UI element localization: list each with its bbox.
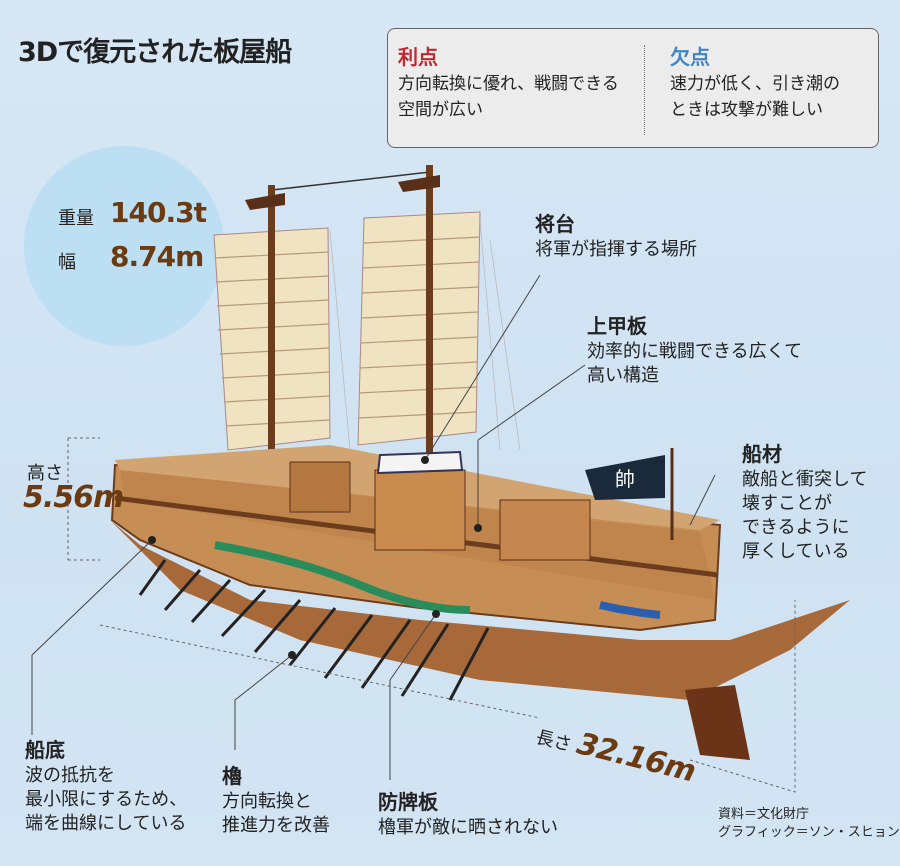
weight-stat: 重量 140.3t <box>58 196 207 230</box>
callout-text: 波の抵抗を <box>25 765 115 786</box>
cons-text-2: ときは攻撃が難しい <box>670 100 823 120</box>
callout-text: 端を曲線にしている <box>25 813 187 834</box>
callout-timber: 船材 敵船と衝突して 壊すことが できるように 厚くしている <box>742 440 867 564</box>
height-label: 高さ <box>27 463 63 484</box>
callout-text: 推進力を改善 <box>222 815 330 836</box>
callout-text: 高い構造 <box>587 365 659 386</box>
callout-heading: 防牌板 <box>378 790 438 814</box>
stats-circle <box>24 146 224 346</box>
callout-command-post: 将台 将軍が指揮する場所 <box>535 210 697 262</box>
credit-graphic: グラフィック＝ソン・スヒョン <box>718 825 900 840</box>
callout-hull-bottom: 船底 波の抵抗を 最小限にするため、 端を曲線にしている <box>25 736 187 836</box>
page-title: 3Dで復元された板屋船 <box>18 37 292 68</box>
callout-heading: 櫓 <box>222 764 242 788</box>
weight-value: 140.3t <box>110 196 207 229</box>
callout-text: 最小限にするため、 <box>25 789 188 810</box>
cons-section: 欠点 速力が低く、引き潮の ときは攻撃が難しい <box>670 43 840 123</box>
callout-heading: 船材 <box>742 442 782 466</box>
credit-source: 資料＝文化財庁 <box>718 807 810 822</box>
callout-heading: 将台 <box>535 212 575 236</box>
cons-text-1: 速力が低く、引き潮の <box>670 74 840 94</box>
callout-text: 厚くしている <box>742 541 850 562</box>
callout-text: 方向転換と <box>222 791 312 812</box>
flag-text: 帥 <box>615 467 635 491</box>
callout-heading: 上甲板 <box>587 314 647 338</box>
callout-text: 壊すことが <box>742 493 832 514</box>
height-dimension: 高さ 5.56m <box>23 462 124 513</box>
callout-text: 櫓軍が敵に晒されない <box>378 817 558 838</box>
callout-text: できるように <box>742 517 850 538</box>
callout-shield-board: 防牌板 櫓軍が敵に晒されない <box>378 788 558 840</box>
divider <box>644 45 645 135</box>
callout-text: 将軍が指揮する場所 <box>535 239 697 260</box>
cons-heading: 欠点 <box>670 45 710 69</box>
sail-right <box>357 211 481 446</box>
callout-oar: 櫓 方向転換と 推進力を改善 <box>222 762 330 838</box>
credits: 資料＝文化財庁 グラフィック＝ソン・スヒョン <box>718 806 900 842</box>
width-label: 幅 <box>58 252 76 273</box>
width-stat: 幅 8.74m <box>58 240 204 274</box>
callout-text: 敵船と衝突して <box>742 469 868 490</box>
pros-text-2: 空間が広い <box>398 100 483 120</box>
pros-section: 利点 方向転換に優れ、戦闘できる 空間が広い <box>398 43 619 123</box>
pros-heading: 利点 <box>398 45 438 69</box>
pros-text-1: 方向転換に優れ、戦闘できる <box>398 74 619 94</box>
width-value: 8.74m <box>110 240 204 273</box>
pros-cons-box: 利点 方向転換に優れ、戦闘できる 空間が広い 欠点 速力が低く、引き潮の ときは… <box>387 28 879 148</box>
weight-label: 重量 <box>58 208 94 229</box>
height-value: 5.56m <box>23 480 124 515</box>
callout-heading: 船底 <box>25 738 65 762</box>
callout-upper-deck: 上甲板 効率的に戦闘できる広くて 高い構造 <box>587 312 802 388</box>
callout-text: 効率的に戦闘できる広くて <box>587 341 803 362</box>
